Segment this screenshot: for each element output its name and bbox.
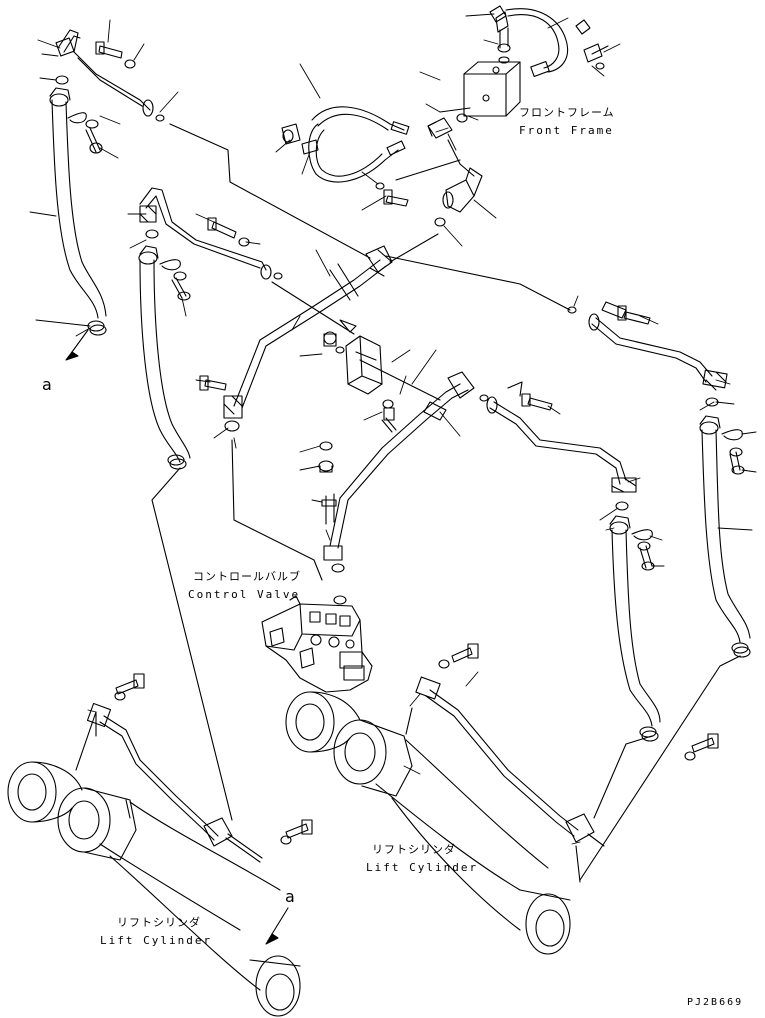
right-hose-inner [609, 515, 661, 742]
right-upper-tube [567, 301, 728, 407]
center-lower-tube [199, 245, 393, 432]
control-valve [261, 595, 373, 693]
top-center-small-hose [281, 106, 410, 207]
top-left-tube [55, 29, 154, 117]
leader-lines [169, 123, 571, 401]
valve-feed-tube [321, 371, 489, 573]
left-lift-cylinder [7, 761, 301, 1017]
left-lift-cylinder-label-en: Lift Cylinder [100, 934, 213, 947]
front-frame-label-en: Front Frame [519, 124, 614, 137]
front-frame-fittings [427, 5, 609, 139]
front-frame-block [463, 61, 521, 117]
center-small-parts [318, 441, 334, 473]
right-lift-cylinder [285, 691, 571, 955]
top-left-bolt [95, 41, 136, 69]
front-frame-label-ja: フロントフレーム [519, 106, 615, 119]
lower-right-tube [415, 643, 719, 847]
right-hose-outer [699, 415, 751, 658]
reference-arrow-bottom [265, 907, 289, 945]
lower-left-tube [86, 673, 313, 863]
callout-leaders [29, 13, 757, 845]
center-left-hose [138, 245, 191, 470]
center-clamp-bracket [323, 319, 397, 433]
drawing-code: PJ2B669 [687, 997, 744, 1008]
right-center-tube [486, 381, 637, 511]
hose-to-cylinder-lines [75, 439, 741, 883]
front-frame-elbow [434, 167, 483, 227]
left-lift-cylinder-label-ja: リフトシリンダ [117, 916, 201, 929]
reference-arrow-top [65, 329, 89, 361]
control-valve-label-ja: コントロールバルブ [193, 570, 301, 583]
reference-label-a-bottom: a [285, 887, 295, 906]
center-left-tube [139, 187, 283, 280]
reference-label-a-top: a [42, 375, 52, 394]
right-lift-cylinder-label-ja: リフトシリンダ [372, 843, 456, 856]
right-lift-cylinder-label-en: Lift Cylinder [366, 861, 479, 874]
control-valve-label-en: Control Valve [188, 588, 301, 601]
